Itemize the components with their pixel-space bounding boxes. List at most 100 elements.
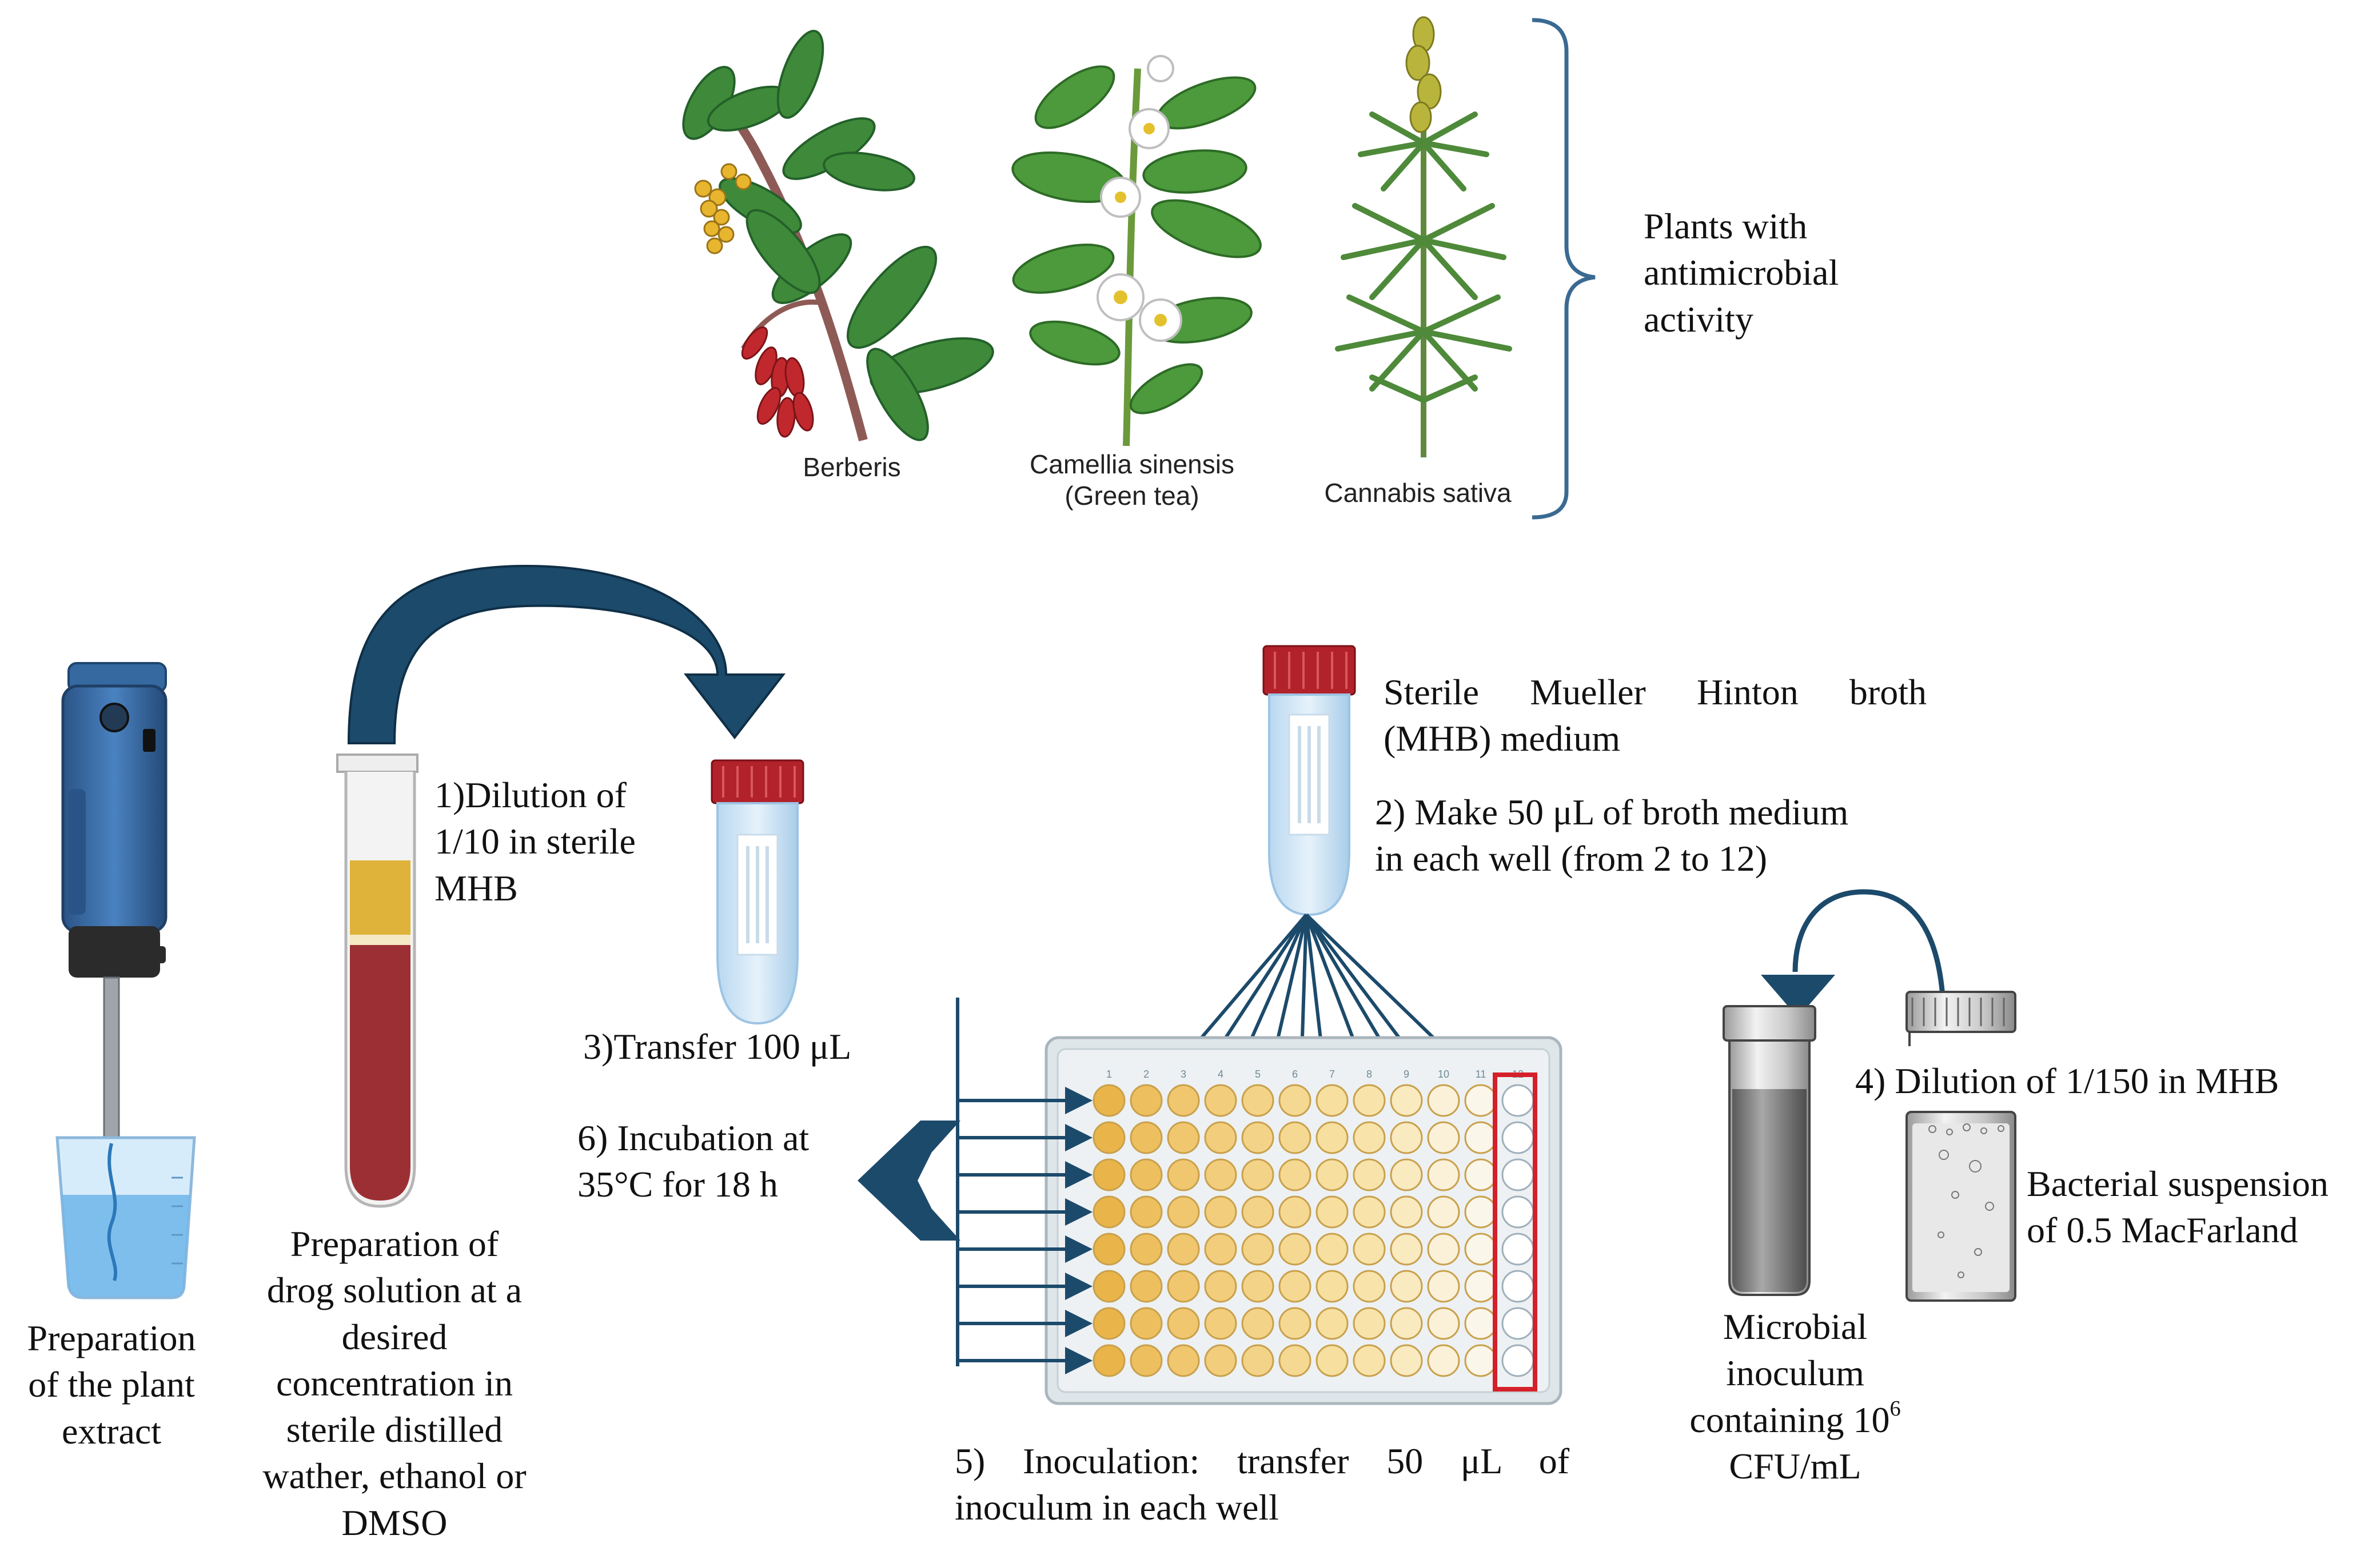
- step1-label-line-3: MHB: [434, 867, 518, 908]
- step2-label-line-1: 2) Make 50 μL of broth medium: [1375, 792, 1849, 832]
- plate-well: [1501, 1195, 1534, 1229]
- plate-well: [1241, 1158, 1274, 1191]
- microbial-inoculum-label-line-1: Microbial: [1723, 1306, 1868, 1347]
- plate-well: [1130, 1084, 1163, 1117]
- plants-group-brace: [1532, 18, 1596, 520]
- plate-well: [1241, 1121, 1274, 1154]
- plate-well: [1278, 1270, 1311, 1303]
- plant-label-camellia: Camellia sinensis (Green tea): [1006, 449, 1258, 512]
- plate-well: [1167, 1270, 1200, 1303]
- plant-label-cannabis: Cannabis sativa: [1324, 478, 1512, 508]
- plate-well: [1353, 1233, 1386, 1266]
- plate-well: [1390, 1344, 1423, 1377]
- plate-well: [1315, 1344, 1349, 1377]
- sterile-mhb-label: Sterile Mueller Hinton broth (MHB) mediu…: [1384, 669, 1927, 762]
- plate-well: [1390, 1233, 1423, 1266]
- plant-label-camellia-line-2: (Green tea): [1065, 481, 1199, 511]
- plate-well: [1315, 1270, 1349, 1303]
- plate-column-number: 3: [1181, 1068, 1186, 1080]
- step6-label-line-1: 6) Incubation at: [577, 1118, 810, 1158]
- plate-column-number: 7: [1329, 1068, 1335, 1080]
- microbial-inoculum-label: Microbial inoculum containing 106 CFU/mL: [1647, 1303, 1944, 1489]
- drug-solution-label-line-4: concentration in: [276, 1362, 513, 1404]
- plants-group-label-line-1: Plants with: [1644, 206, 1808, 246]
- plate-well: [1093, 1270, 1126, 1303]
- plate-well: [1130, 1344, 1163, 1377]
- plate-well: [1093, 1344, 1126, 1377]
- plate-well: [1464, 1344, 1497, 1377]
- plate-well: [1501, 1084, 1534, 1117]
- plate-well: [1353, 1195, 1386, 1229]
- drug-solution-label-line-7: DMSO: [341, 1502, 448, 1543]
- plate-column-number: 9: [1404, 1068, 1409, 1080]
- plate-well: [1130, 1233, 1163, 1266]
- plate-well: [1167, 1233, 1200, 1266]
- microbial-inoculum-concentration-text: containing 10: [1689, 1399, 1890, 1440]
- plate-well: [1427, 1084, 1460, 1117]
- plate-well: [1130, 1121, 1163, 1154]
- plate-well: [1093, 1121, 1126, 1154]
- plate-well: [1241, 1344, 1274, 1377]
- plants-group-label: Plants with antimicrobial activity: [1644, 203, 1839, 342]
- plate-well: [1278, 1121, 1311, 1154]
- plants-group-label-line-3: activity: [1644, 298, 1753, 340]
- sterile-mhb-label-line-2: (MHB) medium: [1384, 718, 1621, 759]
- plate-well: [1464, 1195, 1497, 1229]
- drug-solution-label-line-6: wather, ethanol or: [262, 1456, 527, 1497]
- plant-extract-label-line-3: extract: [61, 1410, 162, 1452]
- plate-well: [1427, 1233, 1460, 1266]
- plate-well: [1427, 1307, 1460, 1340]
- mhb-medium-tube-illustration: [1262, 645, 1356, 916]
- plate-well: [1390, 1158, 1423, 1191]
- plant-label-berberis: Berberis: [803, 452, 901, 482]
- drug-solution-label-line-1: Preparation of: [290, 1223, 499, 1264]
- step4-dilution-label: 4) Dilution of 1/150 in MHB: [1855, 1060, 2279, 1101]
- plate-column-number: 6: [1292, 1068, 1298, 1080]
- plate-well: [1464, 1233, 1497, 1266]
- plate-well: [1167, 1307, 1200, 1340]
- plate-column-number: 8: [1366, 1068, 1372, 1080]
- plate-well: [1278, 1195, 1311, 1229]
- plant-extract-label-line-1: Preparation: [27, 1318, 196, 1358]
- plate-well: [1167, 1084, 1200, 1117]
- plate-well: [1427, 1121, 1460, 1154]
- plate-well: [1167, 1121, 1200, 1154]
- plate-well: [1278, 1158, 1311, 1191]
- plate-well: [1501, 1233, 1534, 1266]
- plate-well: [1427, 1270, 1460, 1303]
- plate-well: [1501, 1121, 1534, 1154]
- step5-label-line-2: inoculum in each well: [955, 1487, 1279, 1528]
- microbial-inoculum-label-line-4: CFU/mL: [1729, 1445, 1861, 1486]
- cannabis-plant-illustration: [1335, 16, 1512, 457]
- plate-well: [1315, 1307, 1349, 1340]
- plate-well: [1093, 1084, 1126, 1117]
- plant-extract-label-line-2: of the plant: [28, 1364, 195, 1405]
- plate-column-number: 5: [1255, 1068, 1261, 1080]
- plate-well: [1204, 1195, 1237, 1229]
- microbial-inoculum-label-line-2: inoculum: [1726, 1353, 1864, 1394]
- plate-well: [1093, 1233, 1126, 1266]
- plate-well: [1130, 1270, 1163, 1303]
- step2-label-line-2: in each well (from 2 to 12): [1375, 838, 1767, 879]
- plate-well: [1427, 1158, 1460, 1191]
- plate-well: [1278, 1233, 1311, 1266]
- plate-well: [1130, 1158, 1163, 1191]
- plate-well: [1093, 1195, 1126, 1229]
- bacterial-suspension-label: Bacterial suspension of 0.5 MacFarland: [2027, 1161, 2329, 1254]
- step5-label-line-1: 5) Inoculation: transfer 50 μL of: [955, 1441, 1569, 1481]
- plate-well: [1353, 1084, 1386, 1117]
- drug-solution-tube-illustration: [336, 753, 418, 1208]
- drug-solution-label-line-3: desired: [341, 1316, 448, 1357]
- plate-well: [1464, 1084, 1497, 1117]
- plate-well: [1315, 1158, 1349, 1191]
- plate-well: [1241, 1084, 1274, 1117]
- plate-well: [1278, 1307, 1311, 1340]
- dilution-curved-arrow: [1792, 889, 1947, 1027]
- plate-well: [1130, 1195, 1163, 1229]
- step1-dilution-label: 1)Dilution of 1/10 in sterile MHB: [434, 772, 636, 911]
- plate-well: [1501, 1270, 1534, 1303]
- plant-extract-label: Preparation of the plant extract: [6, 1315, 217, 1454]
- plate-well: [1390, 1084, 1423, 1117]
- plate-well: [1501, 1158, 1534, 1191]
- plate-well: [1130, 1307, 1163, 1340]
